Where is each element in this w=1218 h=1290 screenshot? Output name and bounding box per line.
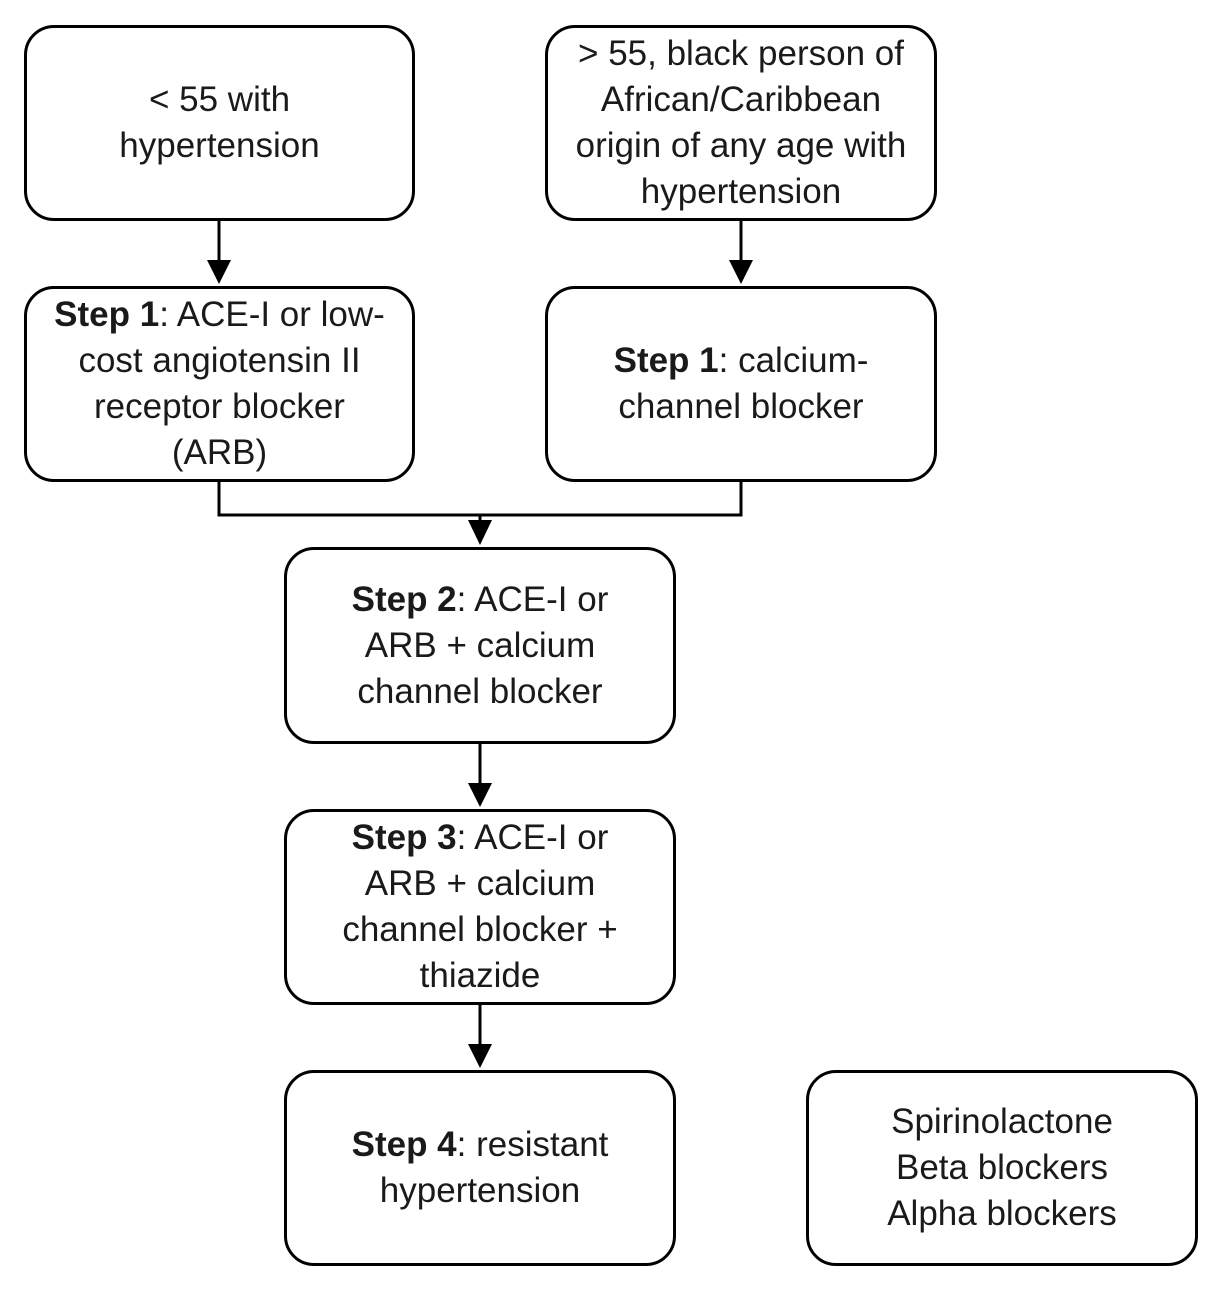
node-step4: Step 4: resistant hypertension [284,1070,676,1266]
node-text-line: Alpha blockers [887,1194,1117,1233]
node-text-line: hypertension [119,126,320,165]
step-label: Step 1 [613,341,719,380]
node-additional-drugs: Spirinolactone Beta blockers Alpha block… [806,1070,1198,1266]
arrowhead-under55-to-step1-left [207,260,231,284]
node-text-line: origin of any age with [575,126,907,165]
node-over-55: > 55, black person of African/Caribbean … [545,25,937,221]
node-text-line: cost angiotensin II [78,341,361,380]
node-text-line: (ARB) [171,433,268,472]
step-label: Step 1 [54,295,160,334]
node-text-line: Step 3: ACE-I or [352,815,609,861]
node-text-line: Step 4: resistant [352,1122,609,1168]
node-text-line: > 55, black person of [578,34,904,73]
node-step2: Step 2: ACE-I or ARB + calcium channel b… [284,547,676,744]
node-text-line: hypertension [379,1171,581,1210]
step-label: Step 4 [351,1125,457,1164]
step-text: : ACE-I or [456,818,609,857]
node-text-line: channel blocker [618,387,864,426]
step-text: : ACE-I or low- [159,295,385,334]
node-text-line: Spirinolactone [891,1102,1113,1141]
node-text-line: hypertension [640,172,842,211]
node-text-line: Step 1: calcium- [614,338,869,384]
node-text-line: ARB + calcium [364,864,596,903]
step-text: : resistant [456,1125,609,1164]
node-text-line: thiazide [419,956,541,995]
step-text: : ACE-I or [456,579,609,619]
arrowhead-step3-to-step4 [468,1044,492,1068]
node-text-line: Step 2: ACE-I or [352,577,609,623]
node-step1-ace-arb: Step 1: ACE-I or low- cost angiotensin I… [24,286,415,482]
node-text-line: ARB + calcium [364,625,596,665]
node-text-line: Beta blockers [895,1148,1109,1187]
step-text: : calcium- [718,341,869,380]
arrowhead-over55-to-step1-right [729,260,753,284]
node-text-line: African/Caribbean [600,80,882,119]
node-step3: Step 3: ACE-I or ARB + calcium channel b… [284,809,676,1005]
step-label: Step 2 [351,579,457,619]
node-text-line: receptor blocker [94,387,345,426]
node-step1-calcium-channel: Step 1: calcium- channel blocker [545,286,937,482]
node-text-line: Step 1: ACE-I or low- [54,292,385,338]
step-label: Step 3 [351,818,457,857]
arrow-step1-left-merge [217,482,743,517]
node-under-55: < 55 with hypertension [24,25,415,221]
arrowhead-step2-to-step3 [468,783,492,807]
node-text-line: < 55 with [148,80,291,119]
node-text-line: channel blocker [357,671,603,711]
arrowhead-merge-to-step2 [468,520,492,545]
node-text-line: channel blocker + [342,910,618,949]
